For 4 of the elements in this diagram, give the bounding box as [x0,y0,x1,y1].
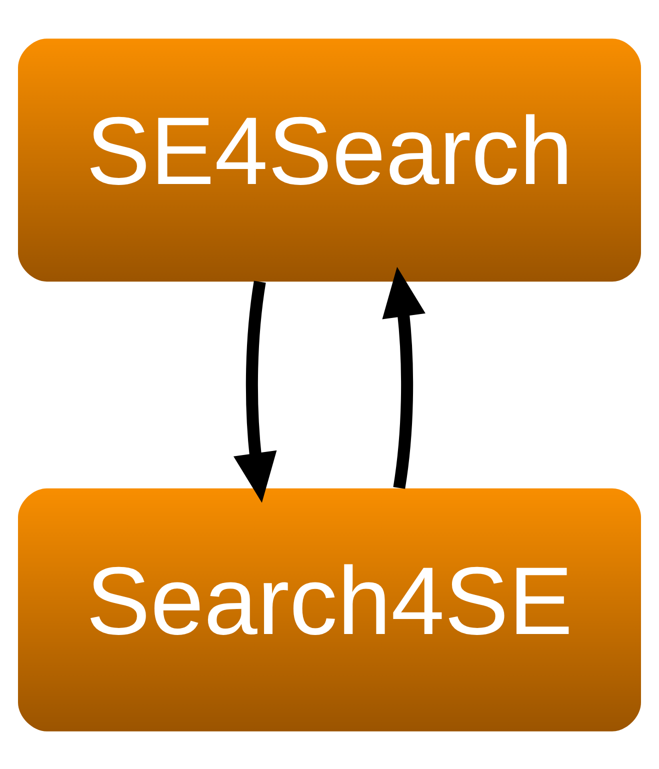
arrow [233,280,277,502]
node-box: SE4Search [18,38,641,282]
arrow [382,266,426,488]
node-box: Search4SE [18,488,641,731]
